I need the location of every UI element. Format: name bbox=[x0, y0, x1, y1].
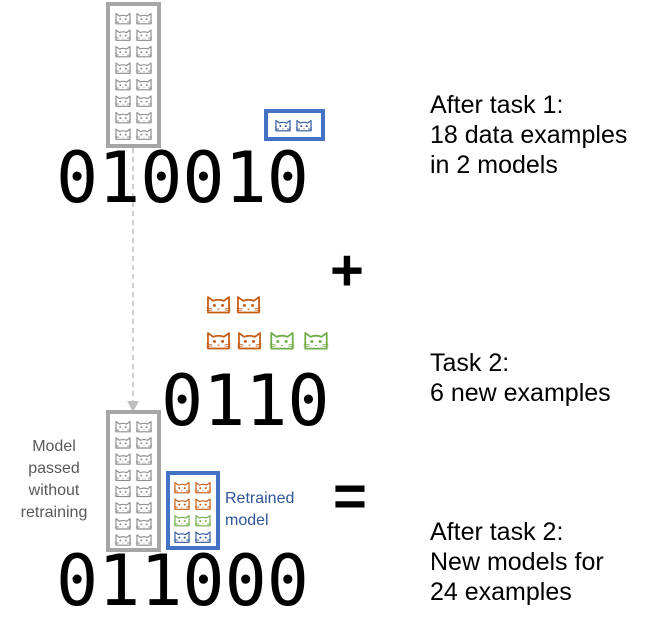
note-line: model bbox=[225, 512, 269, 529]
note-line: passed bbox=[28, 460, 80, 477]
binary-code-task2: 0110 bbox=[161, 360, 330, 442]
binary-code-after-task1: 010010 bbox=[56, 137, 309, 219]
cat-icon bbox=[205, 332, 232, 350]
cat-icon bbox=[268, 332, 296, 350]
binary-code-after-task2: 011000 bbox=[56, 540, 309, 619]
cat-icon bbox=[302, 332, 330, 350]
model-box-gray-task1 bbox=[106, 2, 161, 148]
caption-line: After task 2: bbox=[430, 518, 564, 546]
cat-icon bbox=[205, 296, 232, 314]
caption-line: in 2 models bbox=[430, 151, 558, 179]
arrow-head-icon bbox=[127, 401, 139, 412]
caption-line: Task 2: bbox=[430, 349, 510, 377]
note-retrained-model: Retrained model bbox=[225, 488, 294, 532]
cat-group-task2-examples bbox=[205, 296, 330, 350]
caption-line: New models for bbox=[430, 548, 604, 576]
equals-sign: = bbox=[333, 464, 367, 529]
note-line: Model bbox=[32, 438, 76, 455]
note-line: Retrained bbox=[225, 490, 295, 507]
caption-task2: Task 2: 6 new examples bbox=[430, 348, 611, 408]
caption-after-task1: After task 1: 18 data examples in 2 mode… bbox=[430, 90, 627, 180]
caption-line: After task 1: bbox=[430, 91, 564, 119]
model-box-blue-task1 bbox=[264, 109, 325, 141]
cat-icon bbox=[236, 332, 263, 350]
plus-sign: + bbox=[330, 238, 364, 303]
caption-line: 6 new examples bbox=[430, 379, 611, 407]
caption-line: 18 data examples bbox=[430, 121, 628, 149]
cat-icon bbox=[235, 296, 262, 314]
note-passed-without-retraining: Model passed without retraining bbox=[6, 436, 102, 524]
note-line: without bbox=[28, 482, 80, 499]
note-line: retraining bbox=[20, 504, 88, 521]
caption-after-task2: After task 2: New models for 24 examples bbox=[430, 517, 604, 607]
caption-line: 24 examples bbox=[430, 578, 572, 606]
